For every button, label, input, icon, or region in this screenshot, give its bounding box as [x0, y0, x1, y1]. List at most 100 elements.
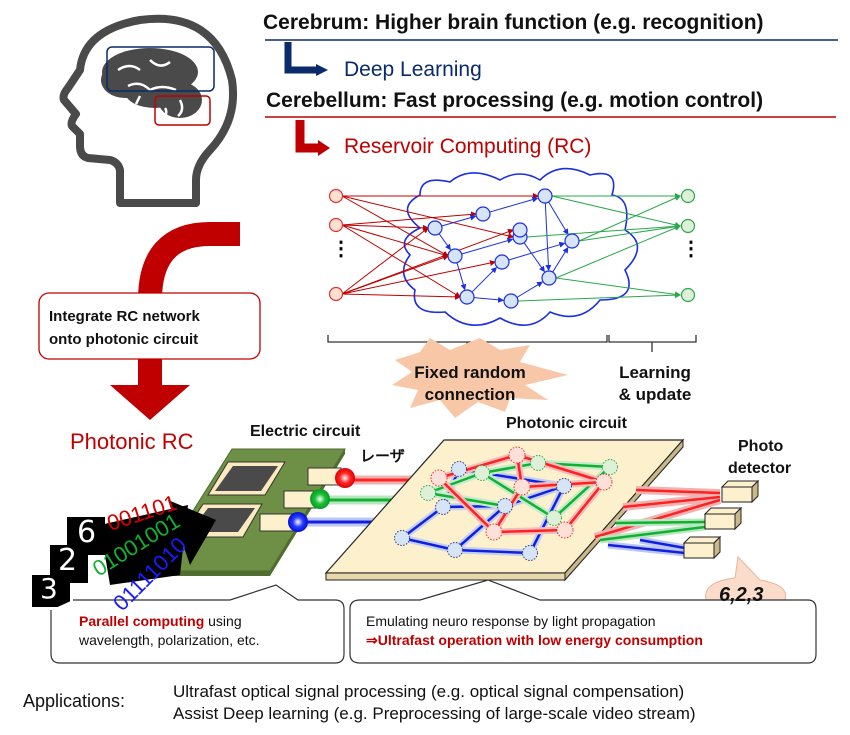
parallel-computing-highlight: Parallel computing	[79, 613, 205, 629]
applications-list: Ultrafast optical signal processing (e.g…	[173, 681, 696, 725]
waveguide	[481, 461, 539, 475]
input-edge	[341, 224, 461, 298]
photonic-node	[522, 545, 538, 561]
brain-icon	[101, 48, 202, 118]
output-ellipsis: ⋮	[681, 238, 701, 260]
reservoir-node	[427, 220, 443, 236]
reservoir-edge	[548, 201, 569, 235]
input-edge	[341, 211, 477, 226]
digit-2: 2	[58, 543, 78, 578]
waveguide	[427, 471, 483, 495]
photo-detector-icons	[682, 479, 760, 560]
cerebrum-heading: Cerebrum: Higher brain function (e.g. re…	[263, 11, 764, 34]
photo-detector-line2: detector	[728, 460, 792, 477]
callout-right-line2: ⇒Ultrafast operation with low energy con…	[366, 632, 703, 648]
fixed-connection-label: Fixed random connection	[410, 362, 530, 406]
photonic-node	[595, 473, 613, 491]
waveguide	[564, 481, 605, 531]
output-node	[680, 287, 696, 303]
callout-left-line2: wavelength, polarization, etc.	[79, 632, 260, 648]
callout-left-text: Parallel computing using wavelength, pol…	[79, 612, 260, 650]
waveguide	[427, 491, 506, 508]
input-edge	[341, 224, 429, 231]
input-edge	[341, 195, 449, 257]
l-arrow-blue-icon	[284, 42, 318, 74]
photonic-node	[556, 521, 574, 539]
callout-right-line1: Emulating neuro response by light propag…	[366, 613, 656, 629]
input-edge	[341, 227, 429, 295]
reservoir-node	[512, 222, 528, 238]
photonic-node	[530, 455, 546, 471]
readout-edge	[526, 223, 681, 238]
reservoir-edge	[456, 262, 467, 291]
head-icon	[59, 14, 237, 207]
callout-right-box	[349, 579, 817, 664]
input-edge	[341, 195, 514, 239]
photonic-node	[394, 530, 410, 546]
integrate-line2: onto photonic circuit	[49, 331, 199, 348]
reservoir-edge	[516, 281, 544, 298]
output-node	[680, 218, 696, 234]
laser-burst-icons	[288, 468, 355, 532]
electric-circuit-label: Electric circuit	[250, 423, 361, 440]
applications-label: Applications:	[23, 691, 126, 711]
reservoir-node	[541, 270, 557, 286]
output-node	[680, 188, 696, 204]
readout-edge	[555, 225, 681, 279]
photonic-node	[556, 478, 572, 494]
digit-images	[32, 517, 105, 607]
input-node	[328, 188, 344, 204]
photonic-node	[474, 465, 490, 481]
reservoir-computing-label: Reservoir Computing (RC)	[344, 135, 592, 158]
learning-update-label: Learning & update	[605, 362, 705, 406]
input-node	[328, 286, 344, 302]
photonic-node	[497, 498, 513, 514]
reservoir-edge	[473, 296, 505, 303]
reservoir-cloud	[402, 167, 639, 327]
photonic-node	[485, 523, 503, 541]
starburst-shape	[392, 338, 568, 418]
callout-left-rest: using	[204, 613, 242, 629]
photonic-node	[513, 478, 531, 496]
reservoir-edge	[489, 196, 539, 213]
reservoir-node	[447, 248, 463, 264]
waveguide	[401, 506, 444, 539]
integrate-line1: Integrate RC network	[49, 308, 200, 325]
reservoir-node	[494, 254, 510, 270]
reservoir-node	[503, 293, 519, 309]
reservoir-edge	[471, 266, 498, 293]
photonic-node	[451, 461, 467, 477]
digit-6: 6	[77, 515, 97, 550]
reservoir-edge	[438, 233, 451, 251]
photonic-node	[435, 499, 451, 515]
photonic-node	[602, 459, 618, 475]
callout-right-text: Emulating neuro response by light propag…	[366, 612, 703, 650]
reservoir-edge	[508, 241, 566, 261]
fixed-label-line1: Fixed random	[414, 363, 526, 382]
readout-edge	[517, 292, 681, 302]
photonic-node	[447, 542, 463, 558]
reservoir-node	[564, 233, 580, 249]
reservoir-node	[459, 289, 475, 305]
input-ellipsis: ⋮	[331, 238, 351, 260]
callout-left-box	[50, 584, 345, 664]
output-digits: 6,2,3	[719, 584, 764, 606]
photonic-node	[508, 446, 526, 464]
waveguide	[454, 548, 531, 555]
input-edge	[341, 228, 514, 295]
input-edge	[341, 260, 496, 295]
l-arrow-red-icon	[295, 120, 320, 153]
application-item: Ultrafast optical signal processing (e.g…	[173, 682, 685, 701]
input-node	[328, 217, 344, 233]
readout-edge	[551, 195, 681, 228]
reservoir-edge	[523, 242, 545, 273]
laser-label: レーザ	[360, 448, 405, 465]
deep-learning-label: Deep Learning	[344, 58, 482, 81]
integrate-text: Integrate RC network onto photonic circu…	[49, 305, 200, 351]
reservoir-node	[537, 188, 553, 204]
photo-detector-line1: Photo	[738, 438, 784, 455]
readout-edge	[555, 277, 681, 298]
photo-detector-label: Photo detector	[728, 436, 791, 480]
photonic-node	[420, 485, 436, 501]
learning-label-line1: Learning	[619, 363, 691, 382]
